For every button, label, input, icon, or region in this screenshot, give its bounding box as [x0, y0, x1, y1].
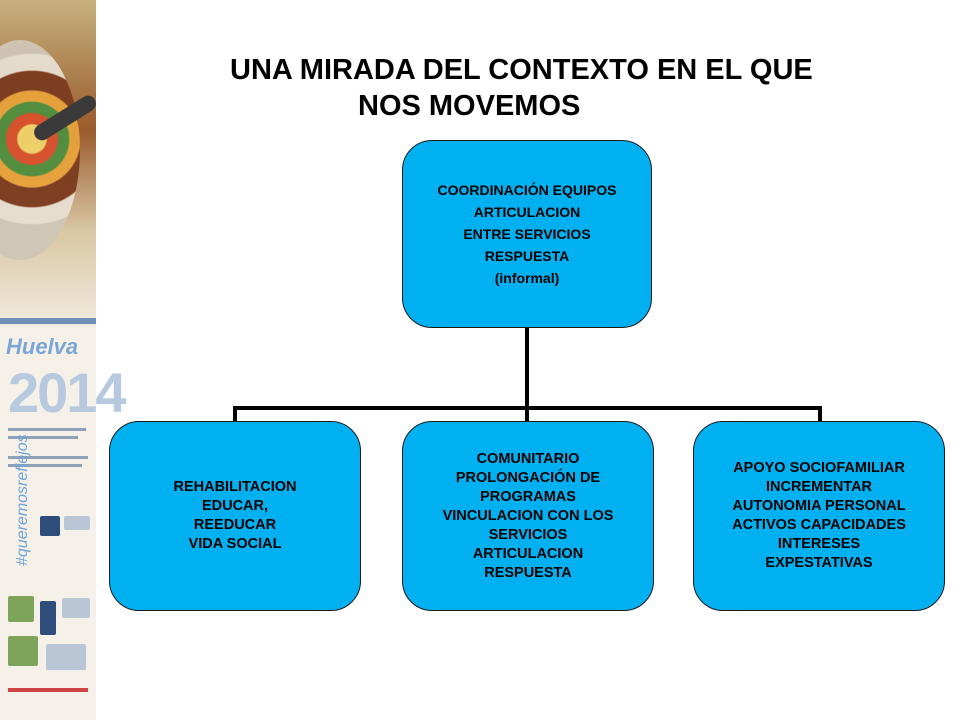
poster-year: 2014	[8, 361, 127, 424]
poster-footer-line	[8, 688, 88, 692]
node-line: RESPUESTA	[484, 248, 570, 264]
sponsor-logo	[40, 516, 60, 536]
title-line-1: UNA MIRADA DEL CONTEXTO EN EL QUE	[230, 54, 813, 86]
node-apoyo-sociofamiliar: APOYO SOCIOFAMILIAR INCREMENTAR AUTONOMI…	[693, 421, 945, 611]
poster-city: Huelva	[6, 334, 79, 359]
node-line: ENTRE SERVICIOS	[463, 226, 591, 242]
node-line: APOYO SOCIOFAMILIAR	[733, 460, 905, 476]
title-line-2: NOS MOVEMOS	[358, 90, 581, 122]
poster-hashtag: #queremosreflejos	[14, 434, 31, 566]
connector-drop-left	[233, 406, 237, 421]
node-line: REEDUCAR	[193, 517, 277, 533]
connector-vertical-main	[525, 328, 529, 408]
node-line: SERVICIOS	[488, 526, 568, 543]
poster-text-line	[8, 428, 86, 431]
node-line: ARTICULACION	[472, 545, 584, 562]
node-line: COORDINACIÓN EQUIPOS	[437, 182, 617, 198]
slide-title: UNA MIRADA DEL CONTEXTO EN EL QUE NOS MO…	[230, 52, 910, 124]
node-line: PROLONGACIÓN DE	[455, 469, 601, 486]
node-line: ARTICULACION	[473, 204, 581, 220]
node-line: (informal)	[494, 270, 560, 286]
node-line: INTERESES	[777, 536, 861, 552]
node-coordinacion: COORDINACIÓN EQUIPOS ARTICULACION ENTRE …	[402, 140, 652, 328]
connector-drop-center	[525, 406, 529, 421]
poster-text-line	[8, 464, 82, 467]
node-rehabilitacion: REHABILITACION EDUCAR, REEDUCAR VIDA SOC…	[109, 421, 361, 611]
node-line: PROGRAMAS	[480, 488, 576, 505]
sidebar-decoration: Huelva 2014 #queremosreflejos	[0, 0, 127, 720]
sponsor-logo	[40, 601, 56, 635]
node-line: AUTONOMIA PERSONAL	[732, 498, 906, 514]
node-line: ACTIVOS CAPACIDADES	[732, 517, 906, 533]
sponsor-logo	[46, 644, 86, 670]
node-line: EXPESTATIVAS	[765, 555, 873, 571]
connector-drop-right	[818, 406, 822, 421]
node-line: INCREMENTAR	[765, 479, 873, 495]
poster-text-line	[8, 456, 88, 459]
node-comunitario: COMUNITARIO PROLONGACIÓN DE PROGRAMAS VI…	[402, 421, 654, 611]
cereal-bowl-image	[0, 40, 80, 260]
sponsor-logo	[8, 596, 34, 622]
node-line: RESPUESTA	[484, 564, 572, 581]
sponsor-logo	[62, 598, 90, 618]
poster-text-line	[8, 436, 78, 439]
sidebar-divider	[0, 318, 96, 324]
node-line: REHABILITACION	[173, 479, 297, 495]
node-line: VINCULACION CON LOS	[442, 507, 614, 524]
congress-poster: Huelva 2014 #queremosreflejos	[0, 326, 127, 720]
sponsor-logo	[8, 636, 38, 666]
node-line: COMUNITARIO	[476, 450, 580, 467]
node-line: EDUCAR,	[201, 498, 269, 514]
node-line: VIDA SOCIAL	[188, 536, 282, 552]
sponsor-logo	[64, 516, 90, 530]
